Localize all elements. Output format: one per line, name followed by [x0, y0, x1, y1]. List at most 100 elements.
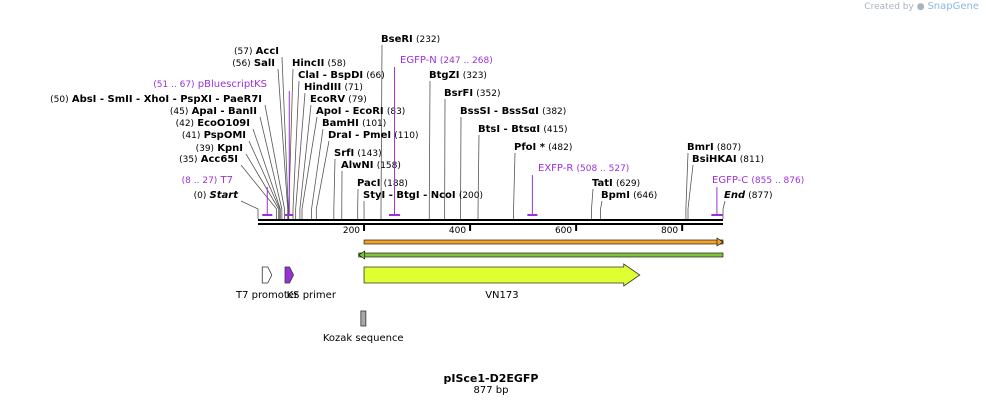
site-name: KpnI	[217, 143, 243, 154]
site-bsrfi[interactable]: BsrFI (352)	[444, 88, 500, 99]
svg-text:BsiHKAI (811): BsiHKAI (811)	[692, 154, 764, 165]
site-hincii[interactable]: HincII (58)	[292, 58, 346, 69]
svg-text:(45) ApaI - BanII: (45) ApaI - BanII	[170, 106, 257, 117]
credit-brand: SnapGene	[927, 1, 979, 12]
primer-egfp-n[interactable]: EGFP-N (247 .. 268)	[388, 55, 493, 216]
leader-start	[240, 200, 259, 219]
svg-text:BssSI - BssSαI (382): BssSI - BssSαI (382)	[460, 106, 566, 117]
site-srfi[interactable]: SrfI (143)	[334, 148, 382, 159]
site-absi-smii-xhoi-pspxi-paer7i[interactable]: (50) AbsI - SmII - XhoI - PspXI - PaeR7I	[50, 94, 262, 105]
site-name: BseRI	[381, 34, 413, 45]
leader-hindiii	[295, 92, 306, 219]
leader-kpni	[245, 153, 280, 219]
site-bsihkai[interactable]: BsiHKAI (811)	[692, 154, 764, 165]
primer-range: (508 .. 527)	[576, 164, 629, 174]
site-name: EcoO109I	[197, 118, 250, 129]
site-name: Acc65I	[201, 154, 238, 165]
site-paci[interactable]: PacI (188)	[357, 178, 408, 189]
primer-bar	[285, 214, 294, 216]
svg-text:(0) Start: (0) Start	[194, 190, 240, 201]
site-apoi-ecori[interactable]: ApoI - EcoRI (83)	[316, 106, 405, 117]
svg-text:DraI - PmeI (110): DraI - PmeI (110)	[328, 130, 418, 141]
primer-exfp-r[interactable]: EXFP-R (508 .. 527)	[527, 163, 629, 216]
svg-text:(56) SalI: (56) SalI	[232, 58, 275, 69]
site-bsssi-bsss-i[interactable]: BssSI - BssSαI (382)	[460, 106, 566, 117]
leader-bsihkai	[687, 164, 694, 219]
cds-arrow	[363, 263, 641, 287]
site-btgzi[interactable]: BtgZI (323)	[429, 70, 487, 81]
svg-text:(50) AbsI - SmII - XhoI - Psp: (50) AbsI - SmII - XhoI - PspXI - PaeR7I	[50, 94, 262, 105]
site-acc65i[interactable]: (35) Acc65I	[179, 154, 238, 165]
site-ecoo109i[interactable]: (42) EcoO109I	[176, 118, 250, 129]
site-position: (66)	[366, 71, 384, 81]
site-styi-btgi-ncoi[interactable]: StyI - BtgI - NcoI (200)	[363, 190, 483, 201]
svg-text:BamHI (101): BamHI (101)	[322, 118, 386, 129]
primer-range: (247 .. 268)	[440, 56, 493, 66]
promoter-arrow	[261, 266, 273, 284]
feature-t7-promoter[interactable]: T7 promoter	[235, 266, 299, 301]
orf-reverse[interactable]	[358, 250, 724, 260]
site-kpni[interactable]: (39) KpnI	[196, 143, 243, 154]
site-name: BamHI	[322, 118, 359, 129]
site-start[interactable]: (0) Start	[194, 190, 240, 201]
svg-text:StyI - BtgI - NcoI (200): StyI - BtgI - NcoI (200)	[363, 190, 483, 201]
site-btsi-bts-i[interactable]: BtsI - BtsαI (415)	[478, 124, 568, 135]
created-by-credit: Created by ● SnapGene	[864, 1, 979, 12]
site-position: (35)	[179, 155, 197, 165]
orf-forward[interactable]	[363, 237, 724, 247]
svg-text:(57) AccI: (57) AccI	[234, 46, 279, 57]
site-bpmi[interactable]: BpmI (646)	[601, 190, 657, 201]
site-end[interactable]: End (877)	[724, 190, 773, 201]
site-hindiii[interactable]: HindIII (71)	[304, 82, 363, 93]
site-alwni[interactable]: AlwNI (158)	[341, 160, 401, 171]
svg-text:PfoI * (482): PfoI * (482)	[514, 142, 572, 153]
primer-name: pBluescriptKS	[198, 79, 267, 90]
site-name: ApaI - BanII	[192, 106, 257, 117]
leader-pspomi	[248, 140, 281, 219]
feature-kozak-sequence[interactable]: Kozak sequence	[323, 310, 404, 344]
svg-text:HincII (58): HincII (58)	[292, 58, 346, 69]
primer-range: (51 .. 67)	[153, 80, 194, 90]
feature-vn173[interactable]: VN173	[363, 263, 641, 301]
leader-ecoo109i	[252, 128, 281, 219]
site-bseri[interactable]: BseRI (232)	[381, 34, 440, 45]
ruler-tick-label: 600	[555, 226, 572, 236]
site-ecorv[interactable]: EcoRV (79)	[310, 94, 367, 105]
site-clai-bspdi[interactable]: ClaI - BspDI (66)	[298, 70, 385, 81]
site-pspomi[interactable]: (41) PspOMI	[182, 130, 246, 141]
site-drai-pmei[interactable]: DraI - PmeI (110)	[328, 130, 418, 141]
feature-ks-primer[interactable]: KS primer	[284, 266, 337, 301]
site-acci[interactable]: (57) AccI	[234, 46, 279, 57]
site-position: (158)	[377, 161, 401, 171]
site-position: (57)	[234, 47, 252, 57]
backbone-bottom-strand	[258, 223, 723, 225]
site-name: SrfI	[334, 148, 354, 159]
primer-name: EGFP-N	[400, 55, 437, 66]
site-bmri[interactable]: BmrI (807)	[687, 142, 741, 153]
site-name: HincII	[292, 58, 324, 69]
primer-range: (8 .. 27)	[182, 176, 218, 186]
site-pfoi[interactable]: PfoI * (482)	[514, 142, 572, 153]
snapgene-logo-icon: ●	[916, 2, 925, 12]
primer-egfp-c[interactable]: EGFP-C (855 .. 876)	[711, 175, 804, 216]
primer-t7[interactable]: (8 .. 27) T7	[182, 175, 273, 216]
ruler-tick-label: 200	[343, 226, 360, 236]
site-sali[interactable]: (56) SalI	[232, 58, 275, 69]
site-position: (42)	[176, 119, 194, 129]
leader-srfi	[333, 158, 336, 219]
site-name: AccI	[256, 46, 279, 57]
primer-pbluescriptks[interactable]: (51 .. 67) pBluescriptKS	[153, 79, 294, 216]
leader-end	[722, 200, 726, 219]
site-bamhi[interactable]: BamHI (101)	[322, 118, 386, 129]
leader-ecorv	[299, 104, 312, 219]
site-position: (39)	[196, 144, 214, 154]
site-position: (323)	[463, 71, 487, 81]
site-apai-banii[interactable]: (45) ApaI - BanII	[170, 106, 257, 117]
feature-label: T7 promoter	[235, 290, 299, 301]
site-position: (415)	[543, 125, 567, 135]
leader-apoi-ecori	[301, 116, 318, 219]
site-tati[interactable]: TatI (629)	[592, 178, 640, 189]
site-name: HindIII	[304, 82, 341, 93]
